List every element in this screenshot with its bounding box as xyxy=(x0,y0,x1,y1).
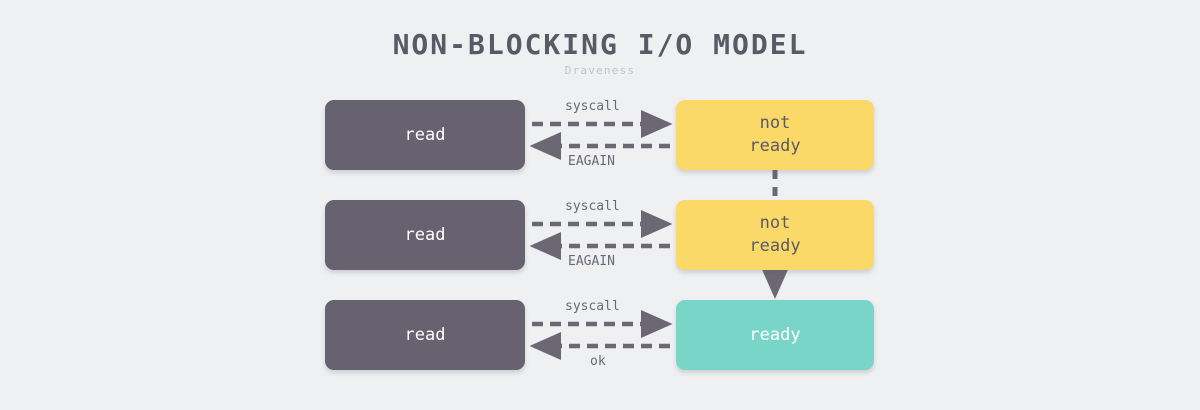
edge-label-row1-syscall: syscall xyxy=(565,99,620,114)
edge-label-row2-eagain: EAGAIN xyxy=(568,254,615,269)
process-box-row1[interactable]: read xyxy=(325,100,525,170)
edge-label-row3-syscall: syscall xyxy=(565,299,620,314)
process-box-row2[interactable]: read xyxy=(325,200,525,270)
kernel-box-row1[interactable]: not ready xyxy=(676,100,874,170)
edge-label-row2-syscall: syscall xyxy=(565,199,620,214)
page-title: NON-BLOCKING I/O MODEL xyxy=(392,28,808,61)
kernel-box-row3[interactable]: ready xyxy=(676,300,874,370)
page-subtitle: Draveness xyxy=(564,64,636,77)
kernel-box-row2[interactable]: not ready xyxy=(676,200,874,270)
edge-label-row1-eagain: EAGAIN xyxy=(568,154,615,169)
edge-label-row3-ok: ok xyxy=(590,354,606,369)
process-box-row3[interactable]: read xyxy=(325,300,525,370)
